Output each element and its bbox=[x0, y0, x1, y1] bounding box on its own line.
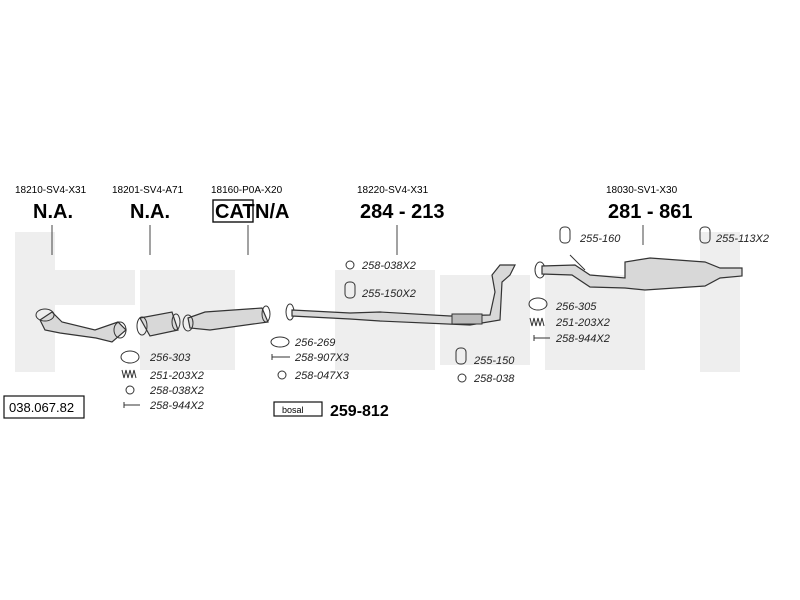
cat-label: CAT bbox=[215, 201, 255, 223]
accessory-icons bbox=[120, 226, 711, 408]
part-ref-2: N.A. bbox=[130, 201, 170, 223]
gasket-ring-icon bbox=[270, 336, 290, 348]
nut-icon bbox=[345, 260, 355, 270]
part-ref-4: 284 - 213 bbox=[360, 201, 445, 223]
bolt-icon bbox=[123, 402, 140, 408]
bosal-watermark bbox=[15, 232, 740, 372]
middle-pipe-part bbox=[285, 264, 516, 326]
accessory-label: 258-038X2 bbox=[149, 385, 204, 397]
accessory-label: 258-907X3 bbox=[294, 352, 350, 364]
oem-number-3: 18160-P0A-X20 bbox=[211, 185, 283, 196]
hanger-icon bbox=[559, 226, 571, 244]
hanger-icon bbox=[344, 281, 356, 299]
catalytic-converter-part bbox=[182, 305, 271, 332]
kit-reference: 259-812 bbox=[330, 403, 389, 420]
accessory-label: 256-305 bbox=[555, 301, 597, 313]
accessory-label: 251-203X2 bbox=[149, 370, 204, 382]
accessory-label: 258-944X2 bbox=[555, 333, 610, 345]
spring-icon bbox=[121, 369, 137, 379]
accessory-label: 251-203X2 bbox=[555, 317, 610, 329]
accessory-label: 258-047X3 bbox=[294, 370, 350, 382]
bosal-badge-text: bosal bbox=[282, 405, 304, 415]
accessory-label: 258-038 bbox=[473, 373, 515, 385]
bolt-icon bbox=[271, 354, 290, 360]
bosal-badge bbox=[273, 401, 323, 417]
accessory-label: 256-303 bbox=[149, 352, 191, 364]
nut-icon bbox=[277, 370, 287, 380]
leader-lines bbox=[51, 225, 644, 255]
accessory-label: 255-113X2 bbox=[715, 233, 769, 245]
oem-number-4: 18220-SV4-X31 bbox=[357, 185, 429, 196]
rear-silencer-part bbox=[534, 254, 743, 291]
oem-number-5: 18030-SV1-X30 bbox=[606, 185, 678, 196]
accessory-label: 256-269 bbox=[294, 337, 335, 349]
nut-icon bbox=[457, 373, 467, 383]
cat-box bbox=[212, 199, 254, 223]
hanger-icon bbox=[455, 347, 467, 365]
downpipe-part bbox=[35, 308, 127, 343]
nut-icon bbox=[125, 385, 135, 395]
oem-number-2: 18201-SV4-A71 bbox=[112, 185, 184, 196]
accessory-label: 258-944X2 bbox=[149, 400, 204, 412]
oem-number-1: 18210-SV4-X31 bbox=[15, 185, 87, 196]
accessory-label: 255-160 bbox=[579, 233, 621, 245]
hanger-icon bbox=[699, 226, 711, 244]
diagram-number-box bbox=[3, 395, 85, 419]
accessory-label: 255-150 bbox=[473, 355, 515, 367]
gasket-ring-icon bbox=[120, 350, 140, 364]
front-pipe-part bbox=[136, 311, 181, 337]
part-ref-1: N.A. bbox=[33, 201, 73, 223]
bolt-icon bbox=[533, 335, 550, 341]
accessory-label: 258-038X2 bbox=[361, 260, 416, 272]
part-ref-5: 281 - 861 bbox=[608, 201, 693, 223]
part-ref-3: N/A bbox=[255, 201, 289, 223]
gasket-ring-icon bbox=[528, 297, 548, 311]
accessory-label: 255-150X2 bbox=[361, 288, 416, 300]
spring-icon bbox=[529, 317, 545, 327]
diagram-number: 038.067.82 bbox=[9, 400, 74, 415]
